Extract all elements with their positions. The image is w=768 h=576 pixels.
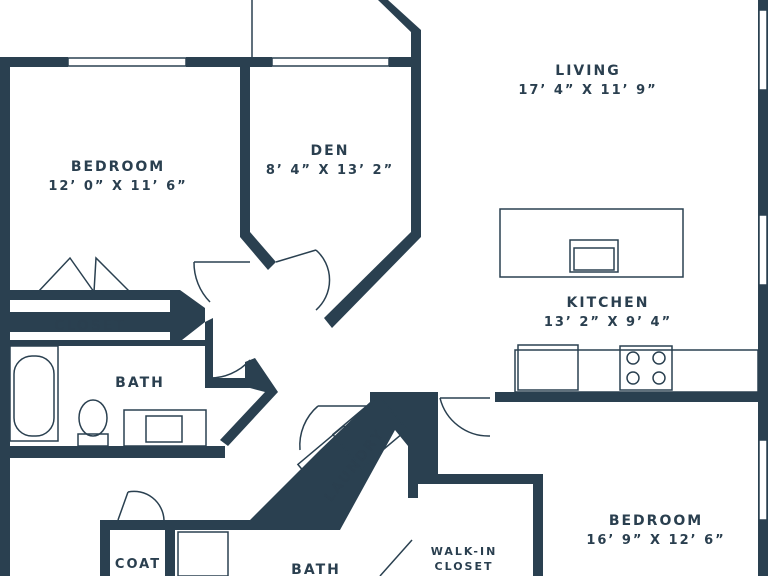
bedroom1-dims: 12’ 0” X 11’ 6” — [48, 179, 187, 194]
wall-coat-top — [100, 520, 170, 530]
vanity-basin — [145, 415, 183, 443]
washer-icon — [296, 424, 374, 500]
wall-walkin-right — [533, 474, 543, 576]
stove-icon — [619, 345, 673, 391]
bathtub-icon — [9, 345, 59, 442]
walkin-label-1: WALK-IN — [431, 545, 498, 558]
den-dims: 8’ 4” X 13’ 2” — [266, 163, 394, 178]
window-right-3 — [758, 439, 768, 521]
door-coat — [117, 490, 165, 521]
living-dims: 17’ 4” X 11’ 9” — [518, 83, 657, 98]
bedroom2-dims: 16’ 9” X 12’ 6” — [586, 533, 725, 548]
bath1-label: BATH — [115, 375, 165, 391]
wall-kitchen-bottom — [495, 392, 768, 402]
window-right-2 — [758, 214, 768, 286]
closet-label: CLOSET — [54, 318, 126, 334]
thin-lines — [37, 0, 491, 576]
wall-walkin-top — [418, 474, 543, 484]
wall-coat-right — [165, 520, 175, 576]
island-sink-basin — [573, 247, 615, 271]
wall-den-right — [411, 30, 421, 237]
window-right-1 — [758, 9, 768, 91]
coat-label: COAT — [115, 557, 161, 572]
window-bedroom — [67, 57, 187, 67]
bathtub-basin — [13, 355, 55, 437]
wall-bath1-right — [205, 318, 278, 446]
wall-closet — [10, 290, 205, 340]
kitchen-sink-icon — [517, 344, 579, 391]
wall-right — [758, 0, 768, 576]
toilet-icon — [78, 399, 108, 437]
bedroom2-label: BEDROOM — [609, 513, 703, 529]
toilet-tank — [77, 433, 109, 447]
burner-3 — [626, 371, 640, 385]
wall-bedroom-den — [240, 62, 250, 237]
vanity-icon — [123, 409, 207, 447]
den-label: DEN — [311, 143, 350, 159]
door-laundry — [299, 405, 370, 451]
burner-2 — [652, 351, 666, 365]
wall-coat-left — [100, 520, 110, 576]
burner-4 — [652, 371, 666, 385]
door-walkin — [379, 539, 413, 576]
wall-bath1-bottom — [10, 446, 225, 458]
door-den — [275, 249, 331, 311]
wall-laundry — [165, 392, 438, 530]
wall-top-bedroom — [0, 57, 68, 67]
kitchen-counter — [514, 349, 759, 393]
wall-den-angle — [378, 0, 421, 35]
bathtub2-icon — [177, 531, 229, 576]
wall-den-diag-right — [324, 232, 421, 328]
windows — [67, 9, 768, 521]
kitchen-label: KITCHEN — [567, 295, 650, 311]
living-label: LIVING — [555, 63, 620, 79]
door-bedroom1 — [193, 261, 250, 303]
door-bath1 — [207, 322, 251, 379]
burner-1 — [626, 351, 640, 365]
door-closet-left — [37, 256, 131, 293]
wall-den-diag-left — [240, 232, 276, 270]
wall-bath1-top — [10, 340, 205, 346]
island-sink-icon — [569, 239, 619, 273]
kitchen-island — [499, 208, 684, 278]
wall-top-mid — [186, 57, 272, 67]
wall-top-den-right — [389, 57, 419, 67]
kitchen-dims: 13’ 2” X 9’ 4” — [544, 315, 672, 330]
wall-left — [0, 57, 10, 576]
bath2-label: BATH — [291, 562, 341, 576]
fixtures — [9, 208, 759, 576]
dryer-icon — [331, 394, 409, 470]
door-kitchen — [439, 397, 491, 437]
walkin-label-2: CLOSET — [435, 560, 494, 573]
window-den — [271, 57, 390, 67]
bedroom1-label: BEDROOM — [71, 159, 165, 175]
